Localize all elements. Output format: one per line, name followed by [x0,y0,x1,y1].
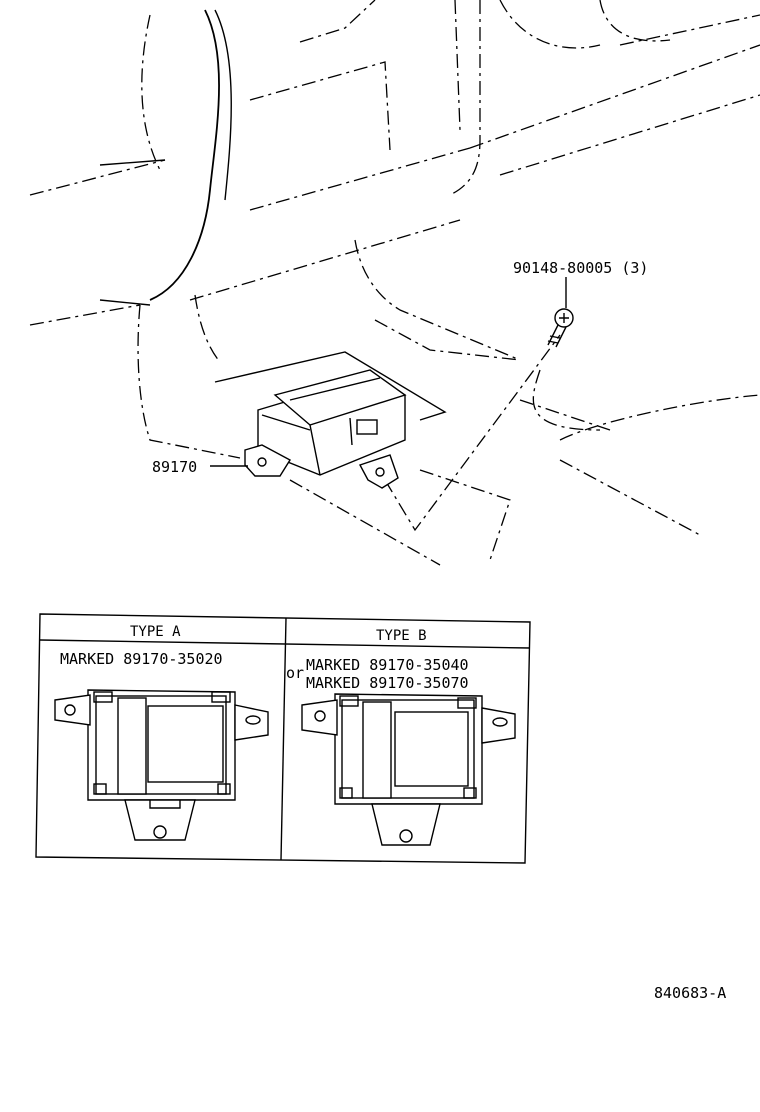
type-b-sensor [301,693,516,846]
type-a-mark: MARKED 89170-35020 [60,650,223,668]
bolt-part-number: 90148-80005 (3) [513,259,648,277]
type-inset [35,613,531,864]
bolt-icon [547,308,574,348]
type-b-mark-1: MARKED 89170-35040 [306,656,469,674]
sensor-part-number: 89170 [152,458,197,476]
drawing-id: 840683-A [654,984,726,1002]
airbag-sensor-assembly [214,351,447,489]
vehicle-outline [29,0,760,566]
type-a-header: TYPE A [130,624,181,640]
type-b-or: or [286,664,304,682]
type-a-sensor [54,689,269,841]
type-b-header: TYPE B [376,628,427,644]
type-b-mark-2: MARKED 89170-35070 [306,674,469,692]
